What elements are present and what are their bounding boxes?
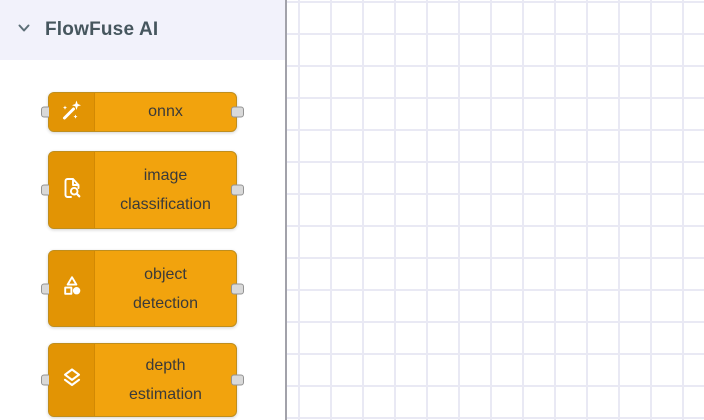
palette-category-header[interactable]: FlowFuse AI [0, 0, 285, 60]
file-search-icon [60, 176, 84, 205]
layers-icon [60, 366, 84, 395]
node-icon-section [49, 251, 95, 326]
node-label: depth estimation [129, 357, 202, 403]
palette-node-object-detection[interactable]: object detection [41, 250, 244, 327]
node-label: object detection [133, 265, 198, 312]
node-label: onnx [148, 103, 183, 120]
flow-canvas[interactable] [285, 0, 704, 420]
node-output-port [231, 184, 244, 196]
shapes-icon [60, 274, 84, 303]
node-output-port [231, 283, 244, 294]
palette-node-onnx[interactable]: onnx [41, 92, 244, 132]
wand-sparkles-icon [60, 98, 84, 127]
node-output-port [231, 106, 244, 118]
palette-node-depth-estimation[interactable]: depth estimation [41, 343, 244, 417]
node-label: image classification [120, 167, 211, 213]
node-output-port [231, 374, 244, 386]
palette-category-title: FlowFuse AI [45, 19, 159, 40]
node-icon-section [49, 344, 95, 416]
node-icon-section [49, 152, 95, 228]
node-palette: FlowFuse AI onnx [0, 0, 285, 420]
node-icon-section [49, 93, 95, 131]
chevron-down-icon[interactable] [15, 19, 45, 42]
palette-node-image-classification[interactable]: image classification [41, 151, 244, 229]
